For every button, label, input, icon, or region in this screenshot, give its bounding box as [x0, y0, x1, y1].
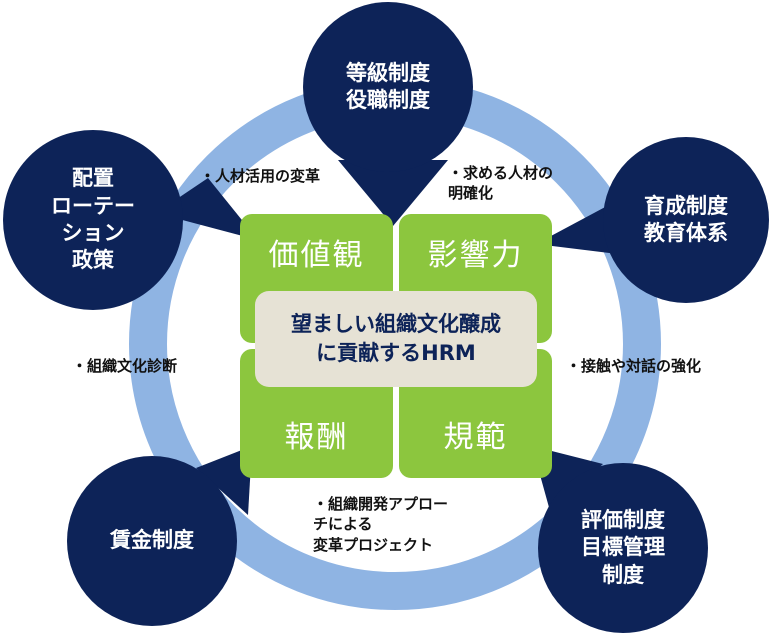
core-goal-box: 望ましい組織文化醸成 に貢献するHRM	[255, 291, 537, 387]
node-evaluation-objective-management: 評価制度 目標管理 制度	[538, 463, 708, 633]
quadrant-reward-label: 報酬	[284, 420, 349, 455]
node-evaluation-objective-management-label: 評価制度 目標管理 制度	[581, 508, 665, 587]
label-culture-diagnosis: ・組織文化診断	[72, 357, 178, 375]
quadrant-values-label: 価値観	[268, 238, 365, 273]
arrow-top	[338, 160, 448, 226]
arrow-left	[156, 178, 258, 240]
quadrant-influence-label: 影響力	[427, 238, 524, 273]
label-od-transformation-project: ・組織開発アプロー チによる 変革プロジェクト	[313, 495, 449, 554]
node-wage-system: 賃金制度	[67, 456, 237, 626]
arrow-bottom-left	[196, 446, 252, 515]
quadrant-norms-label: 規範	[443, 420, 508, 455]
node-training-education-system: 育成制度 教育体系	[603, 137, 769, 303]
label-contact-dialogue: ・接触や対話の強化	[566, 357, 702, 375]
node-wage-system-label: 賃金制度	[110, 528, 194, 553]
node-grade-position-system: 等級制度 役職制度	[303, 2, 473, 172]
node-grade-position-system-label: 等級制度 役職制度	[346, 60, 430, 112]
label-talent-utilization-reform: ・人材活用の変革	[200, 167, 321, 185]
node-training-education-system-label: 育成制度 教育体系	[644, 193, 728, 245]
label-clarify-required-talent: ・求める人材の 明確化	[448, 164, 554, 203]
node-placement-rotation-policy: 配置 ローテー ション 政策	[3, 130, 183, 310]
node-placement-rotation-policy-label: 配置 ローテー ション 政策	[51, 166, 135, 273]
